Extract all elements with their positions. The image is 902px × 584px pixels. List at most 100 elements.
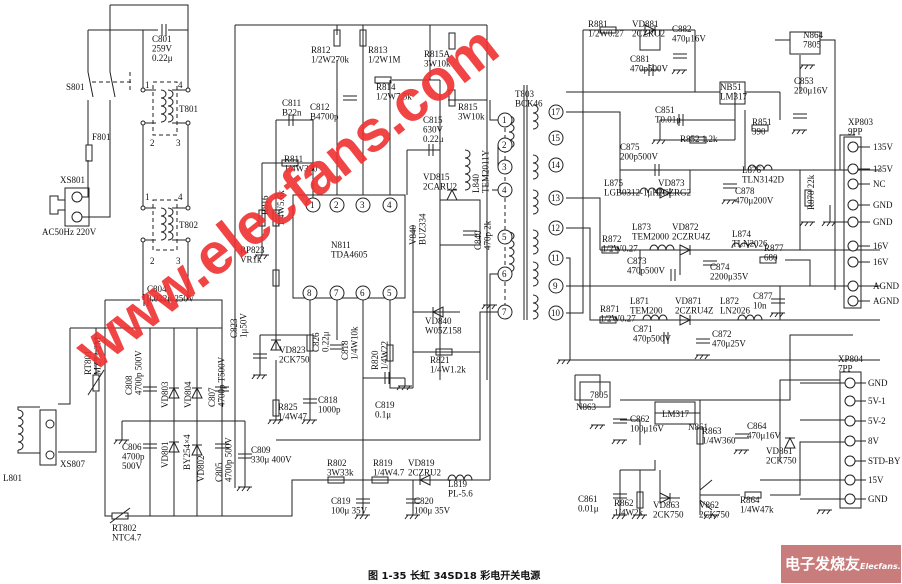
vd840-diode-icon (431, 306, 444, 318)
c823-label-0: C823 (229, 318, 239, 338)
ic-pin-number: 8 (307, 288, 312, 298)
vd871-diode-icon (679, 314, 692, 326)
t803-pin-number: 1 (502, 115, 507, 125)
l819-label-1: PL-5.6 (448, 489, 473, 499)
r815a-label-1: 3W10k (424, 59, 451, 69)
r852-label-0: R852 1.2k (680, 134, 718, 144)
c871-label-1: 470p500V (633, 334, 672, 344)
c878-label-1: 470μ200V (735, 196, 774, 206)
r820-resistor-icon (386, 344, 394, 362)
t803-label-1: BCK46 (515, 99, 543, 109)
ground-icon (611, 514, 627, 520)
r815a-label-0: R815A (424, 49, 451, 59)
switch-linkage (92, 72, 132, 92)
vd861-label-1: 2CK750 (766, 456, 797, 466)
l801-label-0: L801 (3, 473, 22, 483)
n863-label-0: 7805 (590, 390, 609, 400)
c801-capacitor-icon (161, 24, 167, 36)
c819-capacitor-icon (356, 498, 370, 504)
c872-label-0: C872 (712, 329, 732, 339)
t802-coil-icon (160, 207, 167, 241)
vd873-diode-icon (659, 187, 672, 199)
r872-resistor-icon (601, 246, 619, 254)
transformer-pin-dot (185, 120, 191, 126)
ground-icon (611, 439, 627, 445)
xp804-terminal (844, 435, 856, 447)
r877-label-0: R877 (764, 243, 784, 253)
transformer-pin-dot (140, 205, 146, 211)
n864-regulator-box (789, 31, 821, 55)
c851-capacitor-icon (678, 114, 684, 126)
xp803-output-label: AGND (873, 296, 899, 306)
rt802-label-0: RT802 (112, 523, 136, 533)
t802-coil-icon (167, 207, 174, 241)
n863-regulator-box (579, 381, 611, 408)
l872-label-0: L872 (720, 296, 739, 306)
xp804-label-1: 7PP (838, 364, 853, 374)
vd804-label-0: VD804 (183, 381, 193, 408)
c805-capacitor-icon (215, 443, 229, 449)
r821-resistor-icon (435, 348, 453, 356)
r816-resistor-icon (258, 209, 266, 227)
t802-label-0: T802 (179, 220, 198, 230)
t803-pin (497, 266, 513, 282)
v840-label-1: BUZ334 (418, 213, 428, 245)
ground-icon (816, 509, 832, 515)
ground-icon (651, 139, 667, 145)
r821-label-0: R821 (430, 355, 450, 365)
vd861-label-0: VD861 (766, 446, 793, 456)
v862-transistor-icon (699, 479, 713, 511)
n863-label-1: N863 (576, 402, 596, 412)
l876-label-0: L876 (742, 165, 761, 175)
c819-label-1: 100μ 35V (331, 506, 368, 516)
c818-capacitor-icon (303, 398, 317, 404)
c853-capacitor-icon (793, 113, 807, 119)
c809-label-1: 330μ 400V (251, 455, 292, 465)
r814-resistor-icon (374, 76, 392, 84)
l871-label-1: TEM200 (630, 306, 663, 316)
xp804-terminal (844, 415, 856, 427)
xp804-output-label: STD-BY (868, 456, 901, 466)
f801-fuse-icon (85, 144, 93, 162)
t803-pin-number: 17 (551, 107, 561, 117)
vd803-label-0: VD803 (160, 381, 170, 408)
c861-label-1: 0.01μ (578, 504, 599, 514)
c871-capacitor-icon (663, 332, 669, 344)
c878-label-0: C878 (735, 186, 755, 196)
c873-label-0: C873 (627, 256, 647, 266)
n861-regulator-box (654, 401, 696, 425)
xs801-label-0: XS801 (60, 175, 85, 185)
c840-label-1: 470p 2k (483, 220, 493, 250)
c873-label-1: 470p500V (627, 266, 666, 276)
r811-resistor-icon (281, 159, 299, 167)
ic-pin-number: 6 (360, 288, 365, 298)
socket-hole (45, 450, 55, 460)
xp804-output-label: 15V (868, 475, 884, 485)
t803-pin-number: 14 (551, 160, 561, 170)
c818v-label-0: C818 (340, 340, 350, 360)
c805-label-1: 4700p 500V (224, 437, 234, 482)
c809-label-0: C809 (251, 445, 271, 455)
r816b-resistor-icon (272, 209, 280, 227)
xp803-output-label: GND (873, 217, 893, 227)
xp804-terminal (844, 474, 856, 486)
l801-leads (17, 406, 40, 454)
r819-label-1: 1/4W4.7 (373, 468, 405, 478)
c851-label-0: C851 (655, 105, 675, 115)
rp823-potentiometer-icon (272, 269, 280, 287)
c812-capacitor-icon (343, 95, 357, 101)
wire (566, 197, 601, 250)
l801-coil-icon (17, 409, 24, 451)
xp803-connector (843, 136, 862, 309)
s801-label-0: S801 (66, 82, 85, 92)
ic-pin (355, 197, 371, 213)
wire (104, 300, 112, 517)
vd801-label-0: VD801 (160, 442, 170, 469)
c877-capacitor-icon (771, 298, 785, 304)
t803-pin (548, 130, 564, 146)
vd863-diode-icon (659, 492, 672, 504)
varistor-slash (87, 369, 105, 396)
xp804-terminal (844, 455, 856, 467)
wire (276, 119, 314, 195)
